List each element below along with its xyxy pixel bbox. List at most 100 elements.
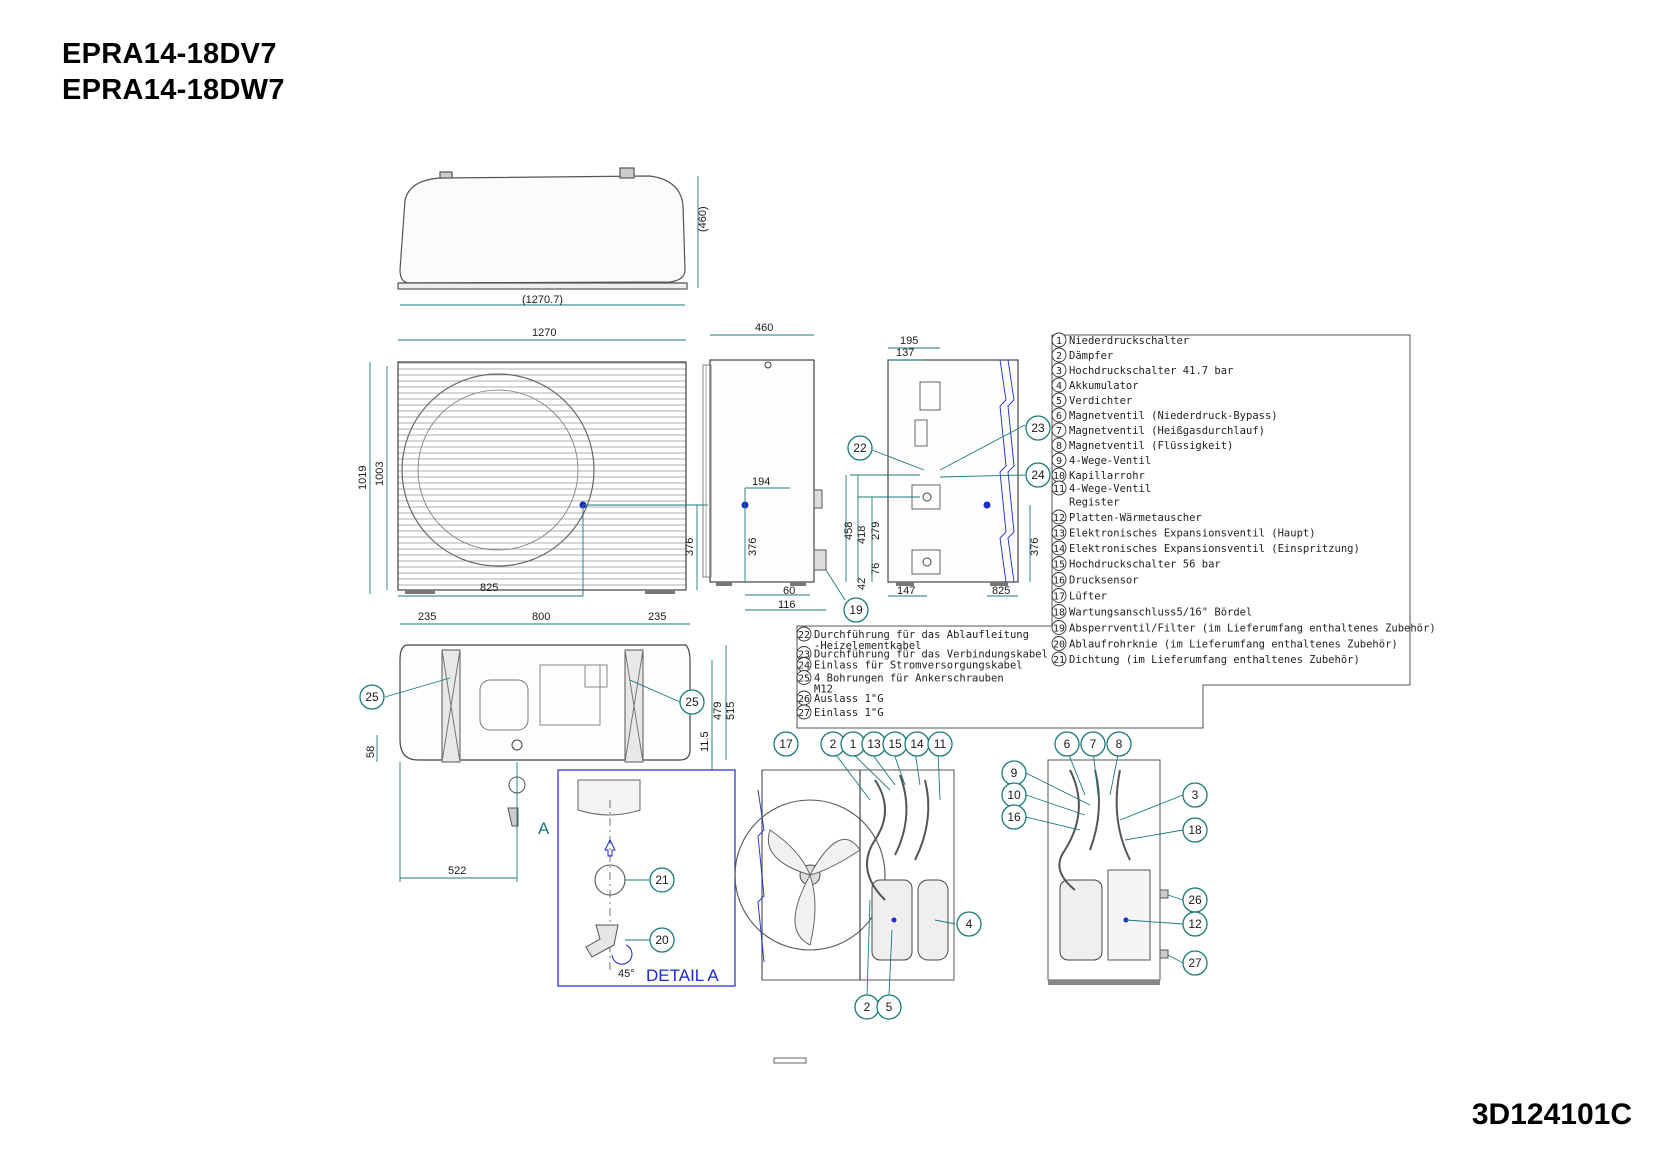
model-title-line-1: EPRA14-18DV7 xyxy=(62,38,277,70)
interior-side-view xyxy=(1047,759,1169,985)
legend-label: 4-Wege-Ventil xyxy=(1069,455,1151,467)
svg-text:21: 21 xyxy=(655,873,669,887)
svg-text:20: 20 xyxy=(655,933,669,947)
legend-number: 7 xyxy=(1056,426,1062,437)
legend-number: 17 xyxy=(1053,592,1065,603)
legend-number: 18 xyxy=(1053,608,1065,619)
model-title-line-2: EPRA14-18DW7 xyxy=(62,74,285,106)
svg-text:12: 12 xyxy=(1188,917,1202,931)
legend-number: 23 xyxy=(798,650,810,661)
legend-item-16: 16 Drucksensor xyxy=(1051,572,1139,587)
legend-number: 9 xyxy=(1056,456,1062,467)
dim-front-cog-y: 376 xyxy=(684,538,696,556)
dim-side-cog-y: 376 xyxy=(747,538,759,556)
legend-item-cont: Register xyxy=(1069,497,1120,509)
legend-number-circle xyxy=(1051,525,1067,540)
legend-number-circle xyxy=(1051,407,1067,423)
callout-7: 7 xyxy=(1080,731,1106,757)
legend-number: 14 xyxy=(1053,544,1065,555)
callout-2-bottom: 2 xyxy=(854,994,880,1020)
legend-number: 3 xyxy=(1056,366,1062,377)
dim-front-cog-x: 825 xyxy=(480,582,498,594)
callout-9: 9 xyxy=(1001,760,1027,786)
legend-number: 5 xyxy=(1056,396,1062,407)
callout-18: 18 xyxy=(1182,817,1208,843)
document-number: 3D124101C xyxy=(1471,1098,1632,1131)
callout-11: 11 xyxy=(927,731,953,757)
dim-right-458: 458 xyxy=(843,522,855,540)
svg-text:23: 23 xyxy=(1031,421,1045,435)
legend-label: Elektronisches Expansionsventil (Einspri… xyxy=(1069,543,1360,555)
legend-number: 21 xyxy=(1053,655,1065,666)
interior-view xyxy=(734,769,955,981)
legend-label: Magnetventil (Flüssigkeit) xyxy=(1069,440,1233,452)
right-side-view xyxy=(887,359,1019,586)
callout-16: 16 xyxy=(1001,804,1027,830)
legend-number-circle xyxy=(1051,636,1067,651)
legend-number-circle xyxy=(1051,362,1067,378)
svg-text:16: 16 xyxy=(1007,810,1021,824)
dim-right-147: 147 xyxy=(897,585,915,597)
front-view-dims xyxy=(369,339,708,597)
dim-right-279: 279 xyxy=(870,522,882,540)
svg-text:1: 1 xyxy=(850,737,857,751)
dim-bottom-58: 58 xyxy=(365,746,377,758)
dim-right-76: 76 xyxy=(870,563,882,575)
legend-number: 20 xyxy=(1053,640,1065,651)
bottom-view xyxy=(399,644,691,827)
callout-5: 5 xyxy=(876,994,902,1020)
legend-number: 27 xyxy=(798,708,810,719)
side-view xyxy=(702,359,827,586)
callout-12: 12 xyxy=(1182,911,1208,937)
legend-label: Platten-Wärmetauscher xyxy=(1069,512,1202,524)
svg-text:27: 27 xyxy=(1188,956,1202,970)
callout-14: 14 xyxy=(904,731,930,757)
interior-leaders xyxy=(832,750,956,996)
dim-bottom-479: 479 xyxy=(712,702,724,720)
legend-number: 24 xyxy=(798,661,810,672)
callout-17: 17 xyxy=(773,731,799,757)
dim-bottom-235-left: 235 xyxy=(418,611,436,623)
detail-angle: 45° xyxy=(618,968,635,980)
legend-box xyxy=(796,334,1411,729)
side-view-dims xyxy=(710,334,846,611)
dim-bottom-800: 800 xyxy=(532,611,550,623)
legend-number: 26 xyxy=(798,694,810,705)
legend-number: 16 xyxy=(1053,576,1065,587)
svg-text:17: 17 xyxy=(779,737,793,751)
svg-text:6: 6 xyxy=(1064,737,1071,751)
legend-number-circle xyxy=(1051,651,1067,667)
legend-number: 10 xyxy=(1053,471,1065,482)
legend-label: Absperrventil/Filter (im Lieferumfang en… xyxy=(1069,623,1436,635)
legend-number: 19 xyxy=(1053,624,1065,635)
svg-text:4: 4 xyxy=(966,917,973,931)
dim-right-376: 376 xyxy=(1029,538,1041,556)
svg-text:14: 14 xyxy=(910,737,924,751)
front-view xyxy=(397,361,687,594)
svg-text:26: 26 xyxy=(1188,893,1202,907)
legend-label: Drucksensor xyxy=(1069,575,1139,587)
legend-number: 8 xyxy=(1056,441,1062,452)
legend-number: 1 xyxy=(1056,336,1062,347)
legend-number: 12 xyxy=(1053,513,1065,524)
legend-number: 6 xyxy=(1056,411,1062,422)
dim-right-42: 42 xyxy=(856,578,868,590)
svg-text:2: 2 xyxy=(830,737,837,751)
legend-number-circle xyxy=(1051,332,1067,348)
dim-front-height-inner: 1003 xyxy=(374,462,386,486)
legend-item-cont: M12 xyxy=(814,684,833,696)
legend-number-circle xyxy=(1051,480,1067,496)
svg-text:2: 2 xyxy=(864,1000,871,1014)
